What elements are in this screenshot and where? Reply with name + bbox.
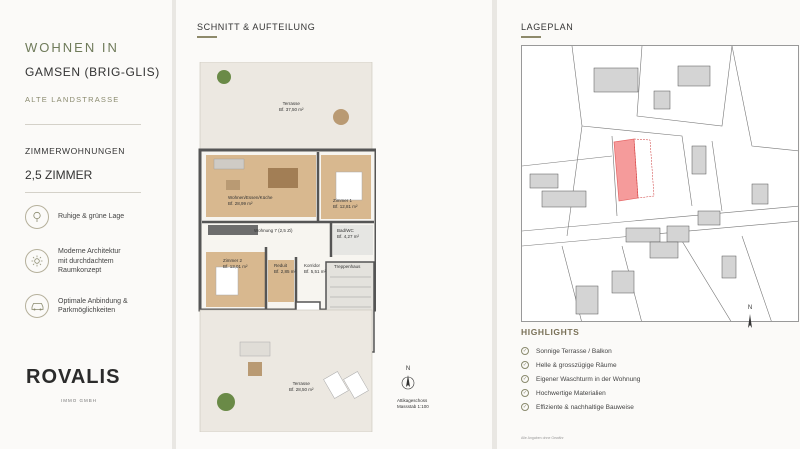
check-icon: ✓ — [521, 389, 529, 397]
tree-icon — [25, 205, 49, 229]
check-icon: ✓ — [521, 361, 529, 369]
section-heading: SCHNITT & AUFTEILUNG — [197, 22, 316, 32]
check-icon: ✓ — [521, 375, 529, 383]
site-panel: LAGEPLAN — [497, 0, 800, 449]
company-sub: IMMO GMBH — [61, 398, 97, 403]
divider — [25, 192, 141, 193]
company-logo: ROVALIS — [26, 366, 121, 388]
city-title: GAMSEN (BRIG-GLIS) — [25, 65, 160, 79]
north-label: N — [405, 366, 411, 372]
highlight-item: ✓Sonnige Terrasse / Balkon — [521, 347, 612, 355]
car-icon — [25, 294, 49, 318]
feature-item: Ruhige & grüne Lage — [25, 205, 124, 229]
highlight-item: ✓Effiziente & nachhaltige Bauweise — [521, 403, 634, 411]
street-label: ALTE LANDSTRASSE — [25, 95, 120, 104]
site-plan-map — [521, 45, 799, 322]
feature-text: Optimale Anbindung &Parkmöglichkeiten — [58, 297, 128, 315]
room-label: Wohnung 7 (2,5 Zi) — [254, 228, 293, 233]
check-icon: ✓ — [521, 347, 529, 355]
feature-item: Optimale Anbindung &Parkmöglichkeiten — [25, 294, 128, 318]
highlight-item: ✓Hochwertige Materialien — [521, 389, 606, 397]
north-label: N — [747, 305, 753, 311]
heading: WOHNEN IN — [25, 40, 119, 55]
footnote: Alle Angaben ohne Gewähr — [521, 436, 564, 440]
highlight-item: ✓Eigener Waschturm in der Wohnung — [521, 375, 641, 383]
heading-underline — [197, 36, 217, 38]
heading-underline — [521, 36, 541, 38]
sun-icon — [25, 249, 49, 274]
feature-text: Ruhige & grüne Lage — [58, 213, 125, 221]
north-arrow-icon — [748, 314, 752, 328]
check-icon: ✓ — [521, 403, 529, 411]
section-heading: LAGEPLAN — [521, 22, 574, 32]
type-label: ZIMMERWOHNUNGEN — [25, 146, 125, 156]
rooms-label: 2,5 ZIMMER — [25, 168, 93, 182]
room-label: Treppenhaus — [334, 264, 361, 269]
floorplan-panel: SCHNITT & AUFTEILUNG — [176, 0, 492, 449]
highlight-item: ✓Helle & grosszügige Räume — [521, 361, 617, 369]
divider — [25, 124, 141, 125]
floor-plan — [198, 62, 376, 432]
north-arrow-icon — [401, 375, 415, 390]
info-panel: WOHNEN IN GAMSEN (BRIG-GLIS) ALTE LANDST… — [0, 0, 172, 449]
highlights-title: HIGHLIGHTS — [521, 327, 580, 337]
